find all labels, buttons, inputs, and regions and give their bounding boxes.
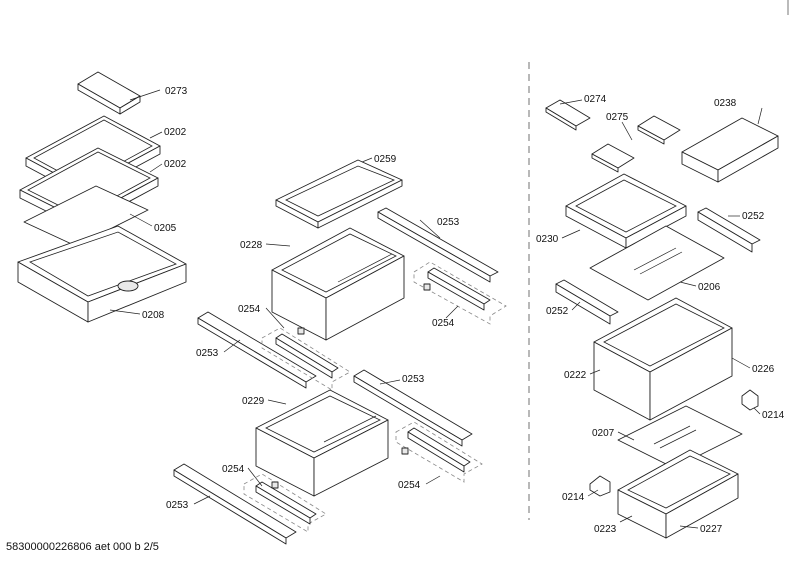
crisper-drawer-0226 (593, 297, 733, 421)
document-reference: 58300000226806 aet 000 b 2/5 (6, 541, 159, 553)
part-label-0252-right: 0252 (742, 211, 765, 222)
drawer-0229 (255, 389, 389, 497)
part-label-0202-lower: 0202 (164, 159, 187, 170)
part-label-0214-lower: 0214 (562, 492, 585, 503)
door-bin-0238 (681, 117, 779, 183)
part-label-0223: 0223 (594, 524, 617, 535)
part-label-0222: 0222 (564, 370, 587, 381)
glass-pane-0207 (617, 405, 743, 469)
rail-0253-mid-left (197, 311, 317, 389)
part-label-0253-a: 0253 (437, 217, 460, 228)
part-label-0252-left: 0252 (546, 306, 569, 317)
glass-pane-0206 (589, 225, 725, 301)
part-label-0229: 0229 (242, 396, 265, 407)
bracket-0252-right (697, 207, 761, 253)
part-label-0254-b: 0254 (432, 318, 455, 329)
part-label-0208: 0208 (142, 310, 165, 321)
part-label-0259: 0259 (374, 154, 397, 165)
part-label-0254-a: 0254 (238, 304, 261, 315)
leader-lines (109, 89, 763, 529)
part-label-0206: 0206 (698, 282, 721, 293)
part-label-0205: 0205 (154, 223, 177, 234)
clip-0214-upper (741, 389, 759, 411)
drawer-0228 (271, 227, 405, 341)
part-label-0254-d: 0254 (398, 480, 421, 491)
drawer-cover-0259 (275, 159, 403, 229)
part-label-0227: 0227 (700, 524, 723, 535)
part-label-0275: 0275 (606, 112, 629, 123)
rail-0253-top-right (377, 207, 499, 283)
part-label-0254-c: 0254 (222, 464, 245, 475)
part-label-0230: 0230 (536, 234, 559, 245)
crisper-drawer-0227 (617, 449, 739, 539)
ice-tray-0274 (545, 99, 591, 131)
slide-group-0254-bottom-left (243, 473, 327, 533)
part-label-0253-c: 0253 (402, 374, 425, 385)
part-label-0228: 0228 (240, 240, 263, 251)
slide-group-0254-mid-left (261, 327, 351, 391)
part-label-0207: 0207 (592, 428, 615, 439)
part-label-0274: 0274 (584, 94, 607, 105)
part-label-0238: 0238 (714, 98, 737, 109)
slide-group-0254-lower-right (395, 421, 483, 483)
clip-0214-lower (589, 475, 611, 497)
egg-trays-0275 (591, 115, 681, 173)
part-label-0214-upper: 0214 (762, 410, 785, 421)
glass-pane-0205 (23, 185, 149, 247)
rail-0253-bottom-left (173, 463, 297, 545)
rail-0253-mid-right (353, 369, 473, 447)
slide-group-0254-right (413, 261, 507, 325)
shelf-trim-0273 (77, 71, 141, 115)
shelf-0208 (17, 225, 187, 323)
part-label-0253-d: 0253 (166, 500, 189, 511)
part-label-0273: 0273 (165, 86, 188, 97)
bracket-0252-left (555, 279, 619, 325)
tray-0230 (565, 173, 687, 249)
part-label-0226: 0226 (752, 364, 775, 375)
part-label-0202-upper: 0202 (164, 127, 187, 138)
part-label-0253-b: 0253 (196, 348, 219, 359)
